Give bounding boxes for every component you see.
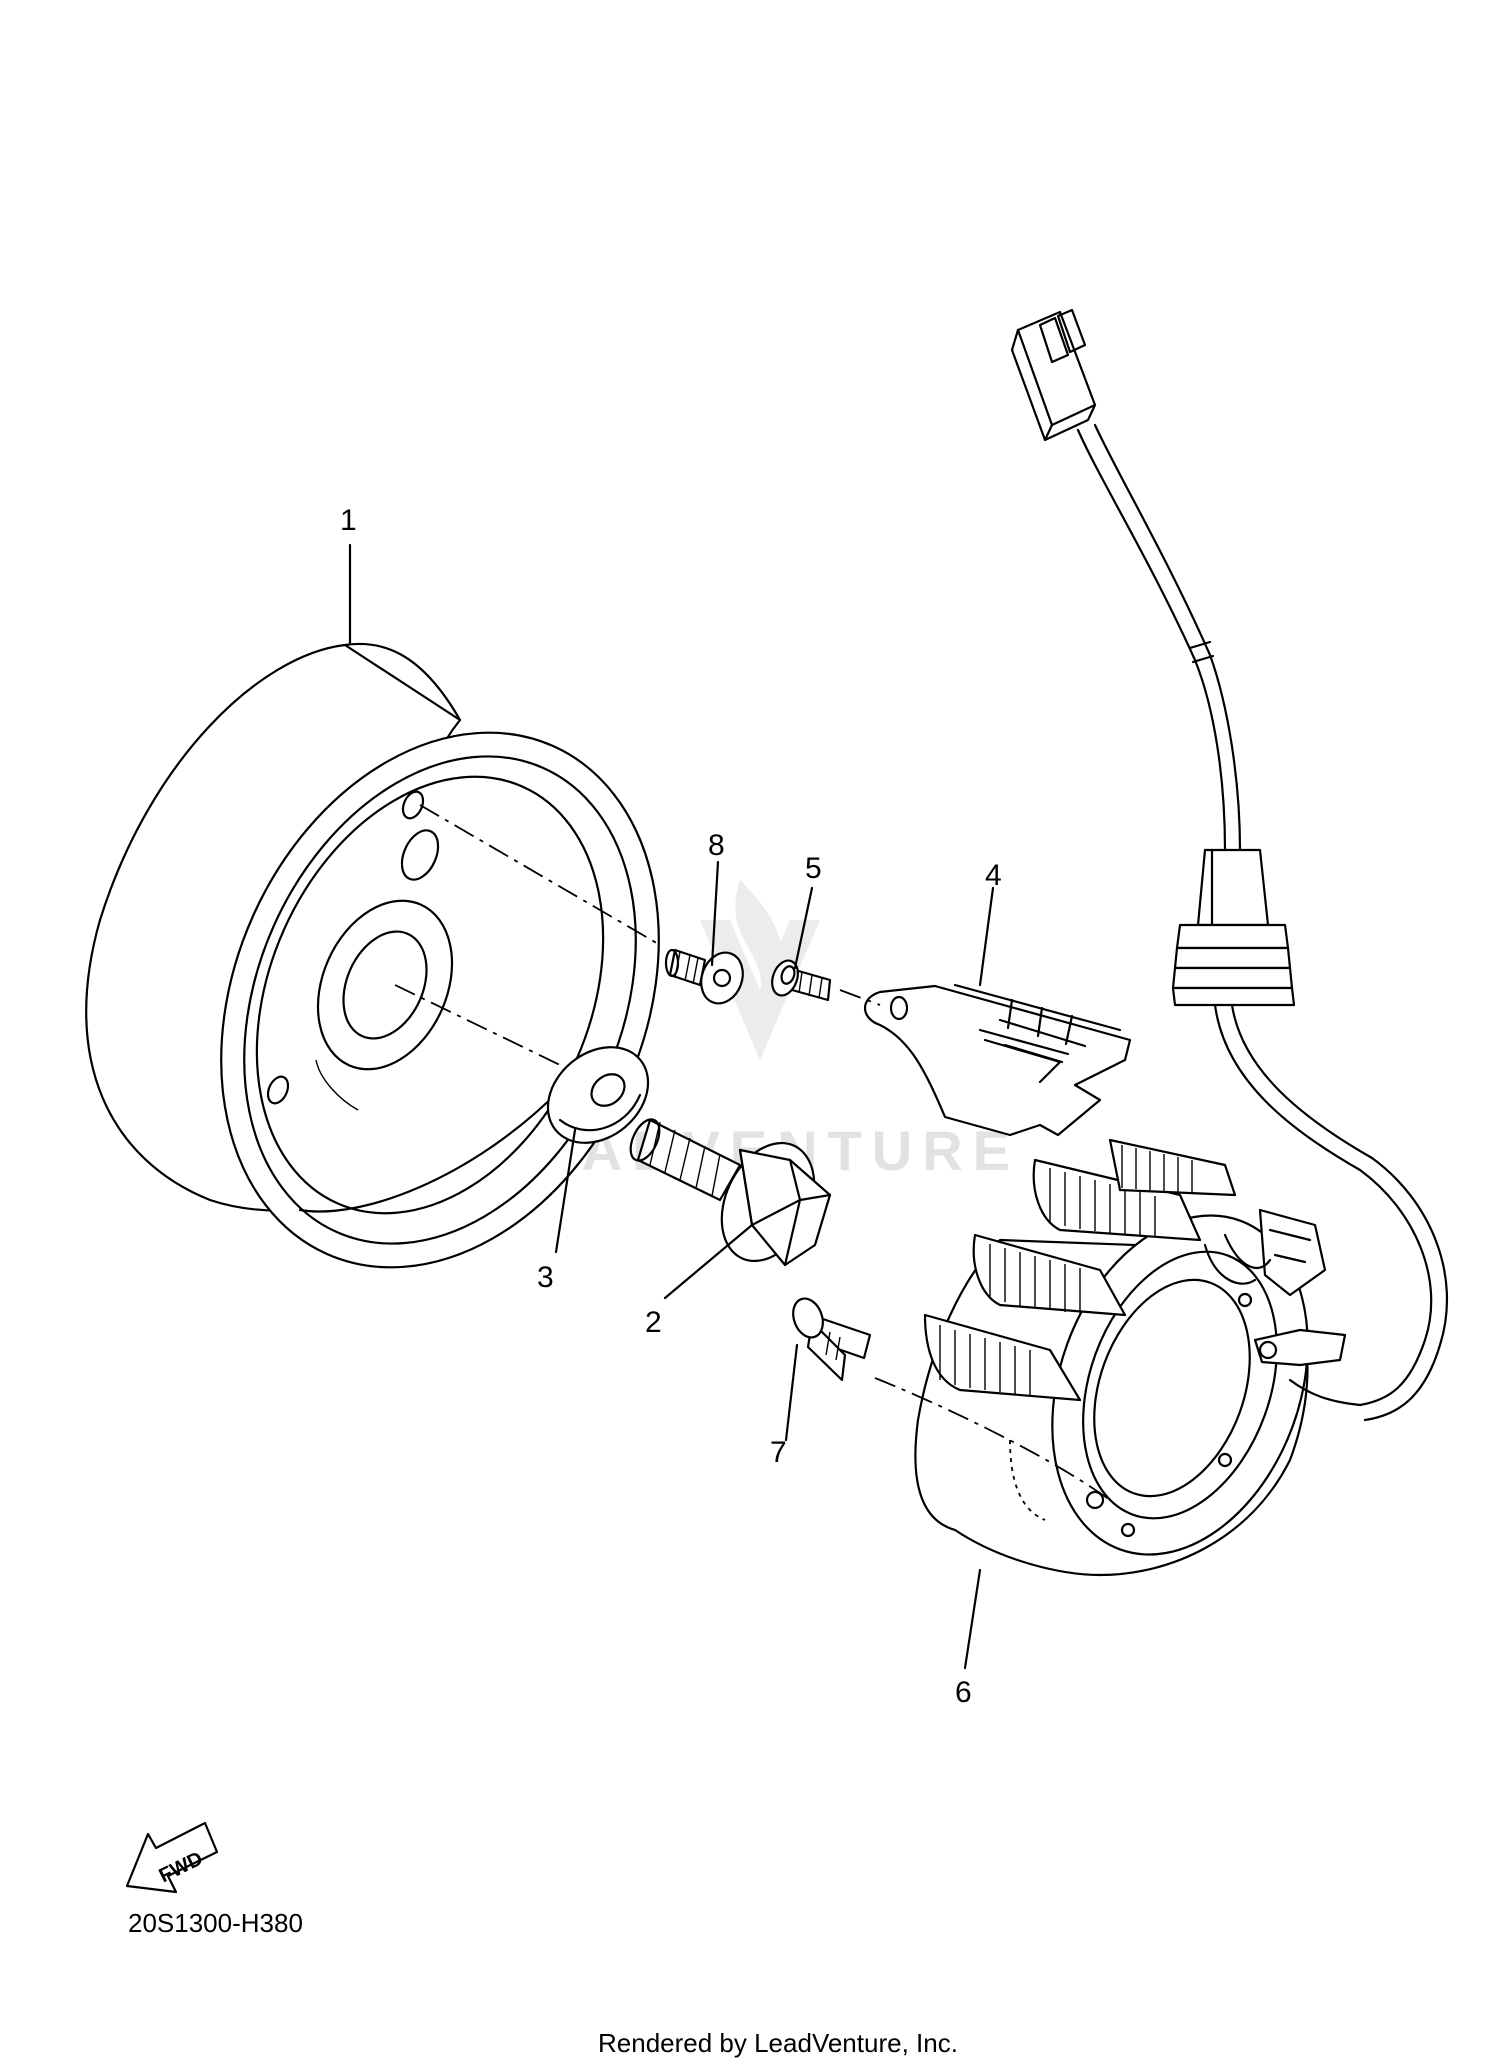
callout-6: 6 (955, 1676, 972, 1709)
part-callouts: 1 2 3 4 5 6 7 8 (340, 504, 1002, 1709)
alignment-lines (394, 804, 881, 1066)
callout-4: 4 (985, 859, 1002, 892)
washer[interactable] (529, 1027, 667, 1162)
callout-8: 8 (708, 829, 725, 862)
callout-7: 7 (770, 1436, 787, 1469)
stator-assembly[interactable] (874, 1138, 1353, 1590)
bracket-screw[interactable] (768, 957, 832, 1002)
cable-bracket[interactable] (863, 983, 1132, 1137)
fwd-arrow-icon: FWD (125, 1821, 219, 1894)
callout-5: 5 (805, 852, 822, 885)
flywheel-rotor[interactable] (85, 642, 740, 1337)
footer-credit: Rendered by LeadVenture, Inc. (598, 2028, 958, 2058)
callout-1: 1 (340, 504, 357, 537)
diagram-code: 20S1300-H380 (128, 1908, 303, 1938)
stator-bolt[interactable] (788, 1294, 872, 1382)
wire-harness[interactable] (1010, 308, 1448, 1422)
callout-3: 3 (537, 1261, 554, 1294)
leader-lines (348, 543, 995, 1670)
callout-2: 2 (645, 1306, 662, 1339)
